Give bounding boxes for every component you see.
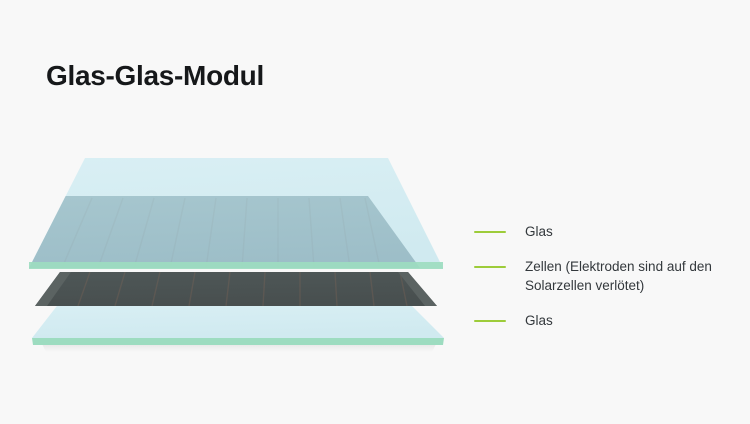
legend: Glas Zellen (Elektroden sind auf den Sol… [474,222,739,330]
legend-item-zellen: Zellen (Elektroden sind auf den Solarzel… [474,257,739,295]
legend-label-zellen: Zellen (Elektroden sind auf den Solarzel… [525,259,712,293]
legend-dash-icon [474,320,506,322]
layer-bottom-glass [32,302,444,352]
cell-right-bevel [398,272,437,306]
cell-left-bevel [35,272,71,306]
layer-top-glass [29,158,443,269]
legend-label-glas-top: Glas [525,224,553,239]
bottom-glass-pane [32,302,444,338]
legend-dash-icon [474,231,506,233]
legend-item-glas-top: Glas [474,222,739,241]
top-glass-over-cell [29,196,420,268]
cell-plate [35,272,437,306]
bottom-glass-green-edge [32,338,444,345]
top-glass-green-edge [29,262,443,269]
page-title: Glas-Glas-Modul [46,60,264,91]
legend-item-glas-bottom: Glas [474,311,739,330]
legend-dash-icon [474,266,506,268]
legend-label-glas-bottom: Glas [525,313,553,328]
cell-divider-lines [77,272,408,306]
cell-lines-through-glass [61,197,381,268]
layer-cells [35,272,437,306]
